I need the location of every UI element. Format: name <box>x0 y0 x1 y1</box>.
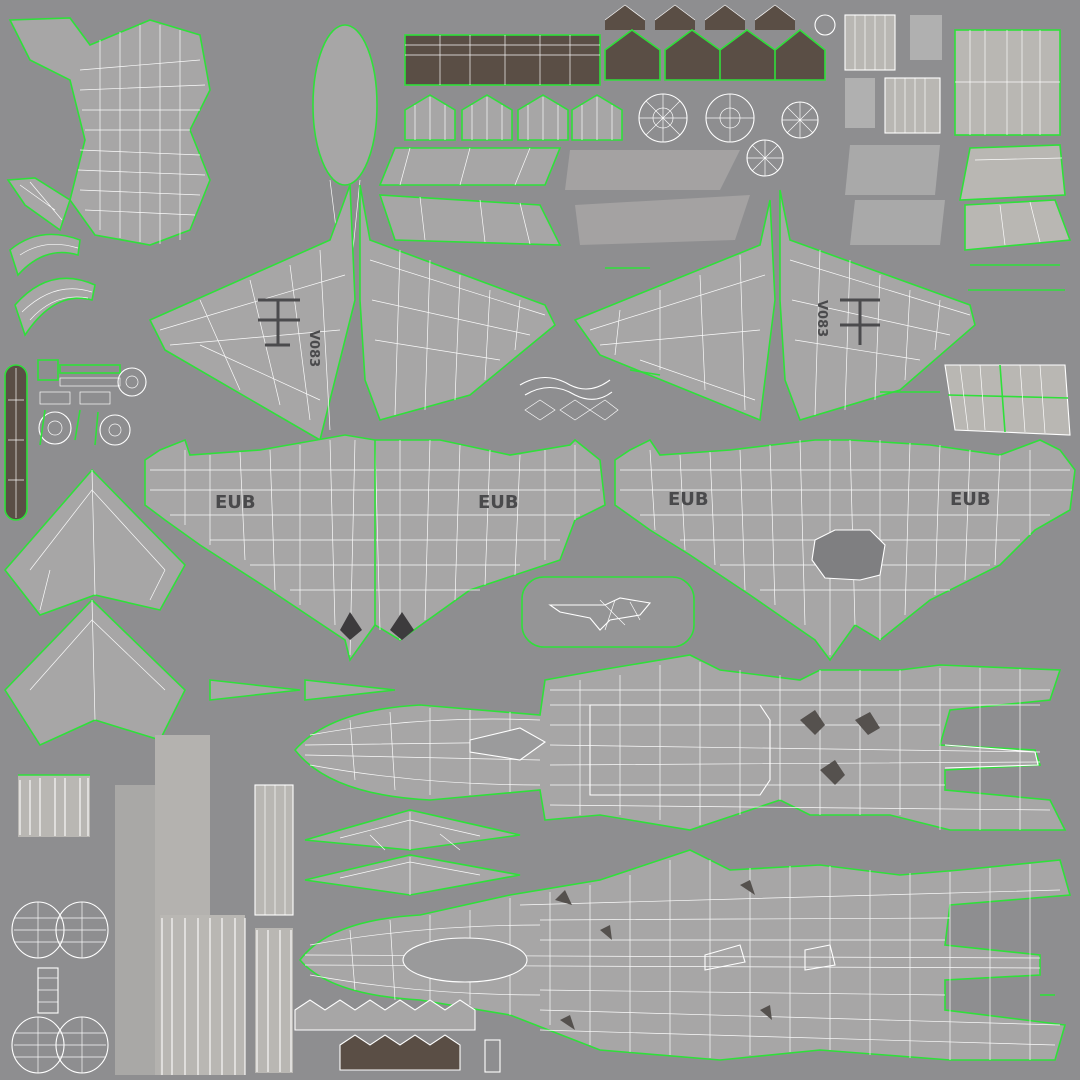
uv-island-canard-pairs <box>304 809 521 896</box>
gear-wheel-icon <box>705 93 755 143</box>
uv-island-pod <box>312 24 378 261</box>
uv-island-main-wing-right: EUB EUB <box>614 438 1076 662</box>
uv-island-fuselage-lower <box>298 849 1072 1061</box>
gear-wheel-icon <box>638 93 688 143</box>
uv-island-canopy-frame <box>521 576 695 648</box>
wing-insignia-right: EUB EUB <box>668 489 991 510</box>
uv-island-fuselage-upper <box>293 654 1067 831</box>
uv-island-zigzag-strips <box>294 994 1055 1073</box>
uv-island-panels-top-right <box>844 14 1061 136</box>
uv-island-panels-right-mid <box>944 364 1071 436</box>
gear-wheel-icon <box>99 414 131 446</box>
svg-text:EUB: EUB <box>215 492 256 513</box>
svg-text:EUB: EUB <box>668 489 709 510</box>
uv-island-tail-left: V083 <box>148 184 557 442</box>
uv-island-main-wing-left: EUB EUB <box>144 434 606 662</box>
tail-right-marking <box>840 298 880 345</box>
tail-left-marking <box>258 298 300 347</box>
uv-island-tail-right: V083 <box>573 189 976 422</box>
uv-island-bottom-left <box>11 774 109 1074</box>
uv-island-wheels <box>638 14 836 177</box>
uv-island-small-fins-left <box>6 177 96 337</box>
tail-right-code: V083 <box>814 300 829 337</box>
wing-insignia-left: EUB EUB <box>215 492 519 513</box>
uv-island-planks <box>378 144 1072 291</box>
uv-island-small-parts <box>4 359 147 521</box>
uv-island-rib-panels-top <box>404 4 826 141</box>
uv-island-connectors <box>519 369 940 421</box>
svg-text:EUB: EUB <box>950 489 991 510</box>
svg-text:EUB: EUB <box>478 492 519 513</box>
gear-wheel-icon <box>117 367 147 397</box>
uv-island-cockpit-strip <box>8 17 211 246</box>
tail-left-code: V083 <box>306 330 321 367</box>
gear-wheel-icon <box>38 411 72 445</box>
uv-island-slivers <box>209 679 396 701</box>
uv-island-vertical-strips <box>115 735 294 1075</box>
